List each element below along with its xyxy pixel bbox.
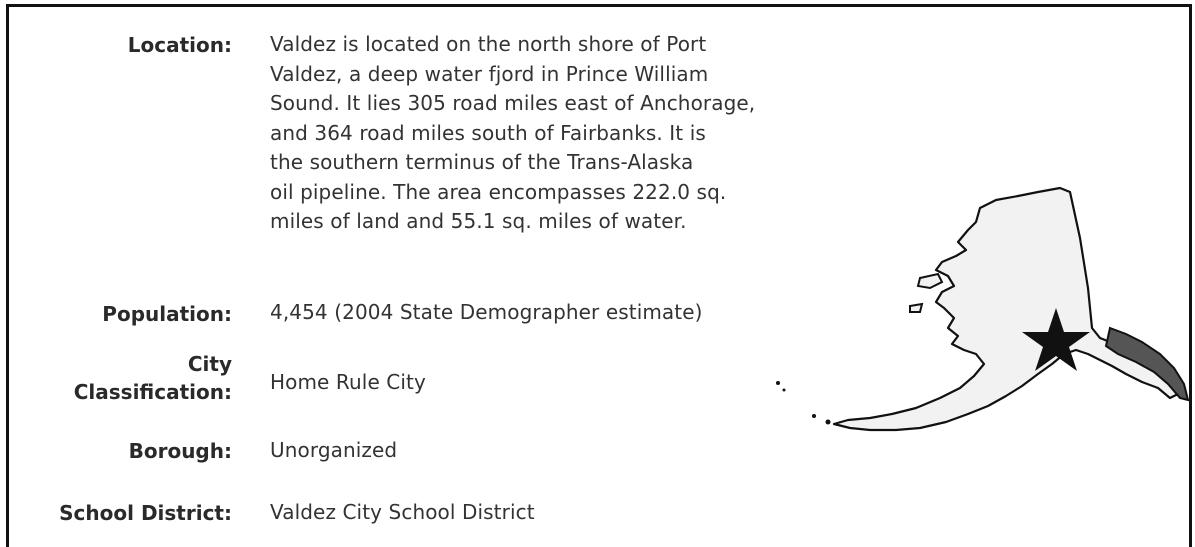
borough-row: Borough: — [0, 437, 232, 465]
island — [812, 414, 816, 418]
location-line: Valdez is located on the north shore of … — [270, 32, 707, 56]
school-district-value: Valdez City School District — [270, 500, 535, 524]
island — [782, 388, 786, 392]
island — [776, 381, 780, 385]
school-district-label: School District: — [59, 501, 232, 525]
population-label: Population: — [102, 302, 232, 326]
island — [909, 302, 924, 313]
location-line: the southern terminus of the Trans-Alask… — [270, 150, 694, 174]
population-row: Population: — [0, 300, 232, 328]
info-panel — [6, 4, 1192, 547]
location-line: Sound. It lies 305 road miles east of An… — [270, 91, 756, 115]
population-value: 4,454 (2004 State Demographer estimate) — [270, 300, 703, 324]
classification-label: City Classification: — [0, 350, 232, 406]
location-row: Location: — [0, 31, 232, 59]
classification-value: Home Rule City — [270, 370, 426, 394]
location-line: oil pipeline. The area encompasses 222.0… — [270, 179, 727, 204]
location-label: Location: — [127, 33, 232, 57]
borough-value: Unorganized — [270, 438, 398, 462]
alaska-map-icon — [776, 186, 1190, 432]
island — [916, 272, 944, 290]
classification-row: City Classification: — [0, 350, 232, 406]
location-value: Valdez is located on the north shore of … — [270, 30, 830, 237]
location-line: miles of land and 55.1 sq. miles of wate… — [270, 209, 687, 233]
location-line: Valdez, a deep water fjord in Prince Wil… — [270, 61, 709, 86]
star-marker-icon — [1022, 308, 1090, 371]
school-district-row: School District: — [0, 499, 232, 527]
panhandle-region — [1104, 326, 1190, 402]
alaska-landmass — [832, 186, 1182, 432]
classification-label-line2: Classification: — [73, 380, 232, 404]
island — [825, 419, 831, 425]
borough-label: Borough: — [128, 439, 232, 463]
location-line: and 364 road miles south of Fairbanks. I… — [270, 120, 706, 145]
classification-label-line1: City — [187, 352, 232, 376]
